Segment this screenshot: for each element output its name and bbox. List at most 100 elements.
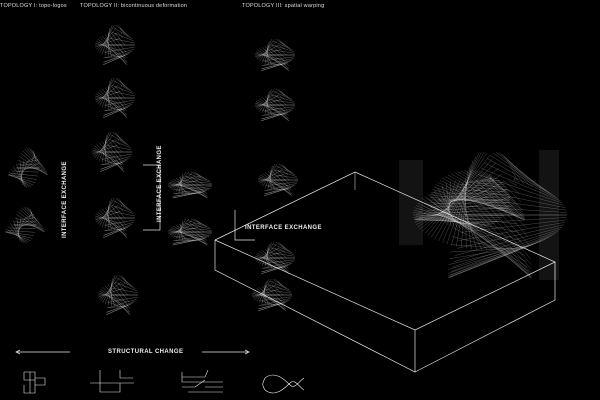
wire-surface [98, 288, 124, 298]
wire-surface [178, 220, 184, 240]
large-wire-form [414, 189, 508, 223]
heading-topology-2: TOPOLOGY II: bicontinuous deformation [80, 3, 188, 9]
wire-surface [102, 35, 128, 65]
wire-surface [111, 205, 134, 215]
large-wire-form [456, 210, 488, 251]
interface-exchange-label-mid: INTERFACE EXCHANGE [157, 145, 163, 222]
large-wire-form [446, 185, 533, 274]
wire-surface [273, 244, 293, 254]
wire-surface [258, 304, 279, 306]
wire-surface [263, 104, 276, 116]
wire-surface [265, 185, 282, 190]
large-wire-form [449, 235, 553, 276]
wire-surface [99, 37, 127, 65]
wire-surface [96, 93, 126, 111]
wire-surface [33, 150, 37, 162]
wire-surface [261, 114, 282, 116]
bracket [143, 164, 161, 231]
wire-surface [275, 242, 291, 252]
large-wire-form [465, 182, 505, 185]
wire-surface [256, 288, 286, 311]
wire-surface [111, 33, 126, 52]
large-wire-form [437, 182, 523, 220]
large-wire-form [456, 183, 532, 265]
large-wire-form [484, 162, 559, 199]
wire-surface [16, 218, 26, 236]
wire-surface [178, 173, 184, 193]
wire-surface [106, 145, 132, 151]
wire-surface [5, 232, 33, 239]
wire-surface [260, 174, 291, 194]
wire-surface [97, 200, 117, 225]
wire-surface [267, 171, 293, 194]
wire-surface [271, 94, 294, 102]
wire-surface [264, 41, 270, 64]
structure-glyph-curve [262, 374, 305, 394]
wire-surface [102, 25, 113, 55]
wire-surface [99, 290, 129, 308]
large-wire-form [475, 170, 510, 195]
wire-surface [170, 227, 207, 244]
wire-surface [185, 223, 211, 230]
wire-surface [273, 91, 293, 101]
wire-surface [96, 213, 126, 231]
wire-surface [175, 184, 191, 194]
heading-topology-1: TOPOLOGY I: topo-logos [0, 3, 67, 9]
structural-change-label: STRUCTURAL CHANGE [108, 349, 184, 355]
wire-surface [271, 95, 288, 111]
large-wire-form [417, 174, 502, 228]
arrow-left-head [15, 349, 21, 355]
wire-surface [262, 250, 290, 274]
wire-surface [115, 25, 131, 38]
wire-surface [259, 89, 275, 112]
wire-surface [97, 80, 117, 105]
wire-surface [19, 156, 47, 175]
wire-surface [261, 281, 267, 304]
large-wire-form [484, 176, 495, 181]
wire-surface [274, 170, 291, 186]
wire-surface [99, 25, 115, 53]
wire-surface [102, 198, 113, 228]
wire-surface [105, 275, 116, 305]
wire-surface [264, 96, 290, 119]
wire-surface [101, 134, 108, 163]
large-wire-form [442, 153, 479, 243]
wire-surface [258, 178, 289, 186]
large-wire-form [503, 180, 520, 194]
wire-surface [268, 49, 295, 54]
wire-surface [267, 181, 298, 186]
wire-surface [278, 164, 294, 174]
wire-surface [20, 160, 25, 183]
large-wire-form [419, 208, 479, 230]
wire-surface [257, 49, 288, 69]
large-wire-form [466, 181, 531, 253]
wire-surface [9, 172, 32, 187]
wire-surface [99, 90, 127, 118]
structure-glyph [23, 371, 36, 381]
wire-surface [265, 172, 293, 196]
wire-surface [170, 173, 192, 190]
wire-surface [260, 294, 273, 306]
wire-surface [105, 101, 134, 111]
wire-surface [275, 89, 291, 99]
wire-surface [113, 27, 133, 40]
wire-surface [174, 189, 194, 194]
structure-glyph [182, 379, 206, 388]
structure-glyph [181, 372, 223, 383]
wire-surface [264, 46, 290, 69]
wire-surface [259, 169, 282, 184]
wire-surface [28, 207, 37, 221]
wire-surface [104, 80, 111, 109]
large-wire-form [467, 206, 567, 213]
large-wire-form [454, 172, 524, 215]
wire-surface [108, 86, 127, 111]
wire-surface [20, 217, 35, 220]
wire-surface [175, 178, 208, 199]
wire-surface [257, 244, 277, 264]
large-wire-form [419, 215, 505, 218]
wire-surface [100, 288, 130, 313]
wire-surface [99, 132, 110, 162]
wire-surface [274, 94, 287, 106]
wire-surface [274, 247, 287, 259]
